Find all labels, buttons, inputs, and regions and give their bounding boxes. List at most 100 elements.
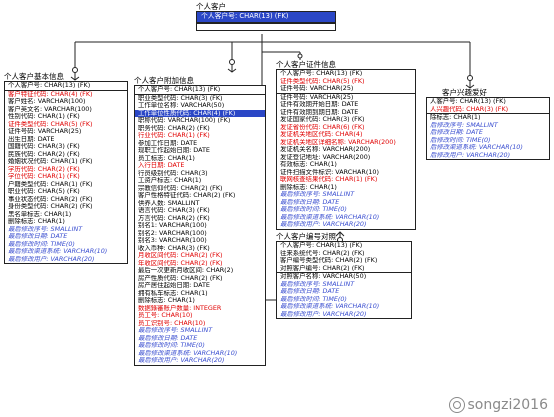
- attribute-row: 职业代码: CHAR(5) (FK): [8, 188, 80, 195]
- attribute-row: 客户编号类型代码: CHAR(2) (FK): [280, 257, 378, 264]
- attribute-row: 拥有私车标志: CHAR(1): [138, 289, 208, 297]
- attribute-row: 最后修改渠道系统: VARCHAR(10): [8, 248, 108, 255]
- attribute-row: 发证机关地区代码: CHAR(4): [280, 131, 363, 138]
- pk-row: 个人客户号: CHAR(13) (FK): [280, 70, 363, 77]
- pk-row: 个人客户号: CHAR(13) (FK): [201, 12, 289, 20]
- attribute-row: 最后修改时间: TIME(0): [280, 206, 347, 213]
- attribute-row: 最后修改日期: DATE: [8, 233, 68, 240]
- entity-personal-customer[interactable]: 个人客户 个人客户号: CHAR(13) (FK): [196, 2, 336, 31]
- attribute-row: 最后修改时间: TIME(0): [280, 295, 347, 303]
- entity-title: 客户兴趣爱好: [442, 88, 487, 97]
- attribute-row: 户籍类型代码: CHAR(1) (FK): [8, 180, 93, 188]
- attribute-row: 职称代码: VARCHAR(100) (FK): [138, 117, 231, 124]
- attribute-row: 工资户标志: CHAR(1): [138, 177, 202, 184]
- attribute-row: 员工识别号: CHAR(10): [138, 319, 206, 327]
- attribute-row: 最后修改渠道系统: VARCHAR(10): [280, 213, 380, 221]
- attribute-row: 往来系统代号: CHAR(2) (FK): [280, 249, 365, 257]
- primary-key-section: 个人客户号: CHAR(13) (FK): [135, 86, 265, 95]
- primary-key-section: 个人客户号: CHAR(13) (FK): [5, 82, 127, 91]
- primary-key-section: 人客户号: CHAR(13) (FK) 人兴趣代码: CHAR(3) (FK): [427, 98, 549, 114]
- attribute-row: 宗教信仰代码: CHAR(2) (FK): [138, 184, 223, 192]
- attribute-row: 事业状态代码: CHAR(2) (FK): [8, 195, 93, 203]
- attribute-row: 证件类型代码: CHAR(5) (FK): [8, 120, 93, 128]
- entity-id-mapping[interactable]: 个人客户编号对照 个人客户号: CHAR(13) (FK) 往来系统代号: CH…: [276, 232, 412, 319]
- attribute-row: 行业代码: CHAR(1) (FK): [138, 132, 210, 139]
- primary-key-section: 个人客户号: CHAR(13) (FK) 证件类型代码: CHAR(5) (FK…: [277, 70, 415, 94]
- attribute-row: 供养人数: SMALLINT: [138, 199, 200, 207]
- attribute-row: 除标志: CHAR(1): [430, 114, 481, 121]
- attribute-row: 最后修改用户: VARCHAR(20): [280, 221, 367, 228]
- attribute-row: 职业类型代码: CHAR(3) (FK): [138, 94, 223, 102]
- entity-box: 人客户号: CHAR(13) (FK) 人兴趣代码: CHAR(3) (FK) …: [426, 97, 550, 160]
- attribute-row: 后修改序号: SMALLINT: [430, 121, 498, 129]
- attribute-row: 出生日期: DATE: [8, 135, 55, 143]
- primary-key-box: 个人客户号: CHAR(13) (FK): [196, 11, 336, 23]
- attribute-row: 客户姓名: VARCHAR(100): [8, 98, 86, 105]
- entity-box: 个人客户号: CHAR(13) (FK) 证件类型代码: CHAR(5) (FK…: [276, 69, 416, 230]
- attribute-row: 别名2: VARCHAR(100): [138, 229, 207, 237]
- attribute-row: 证件号码: VARCHAR(25): [280, 85, 354, 92]
- entity-box: 个人客户号: CHAR(13) (FK) 职业类型代码: CHAR(3) (FK…: [134, 85, 266, 366]
- attribute-row: 婚姻状况代码: CHAR(1) (FK): [8, 158, 93, 165]
- attribute-row: 删除标志: CHAR(1): [138, 297, 195, 304]
- attribute-row: 工作单位性质代码: CHAR(4) (FK): [135, 109, 265, 117]
- attribute-row: 客户性格特征代码: CHAR(2) (FK): [138, 192, 236, 199]
- entity-title: 个人客户: [196, 2, 226, 11]
- attribute-row: 发证省份代码: CHAR(6) (FK): [280, 123, 365, 131]
- attribute-row: 黑名单标志: CHAR(1): [8, 210, 72, 218]
- attribute-row: 行员级别代码: CHAR(3): [138, 169, 208, 177]
- attribute-row: 收入币种: CHAR(3) (FK): [138, 244, 210, 252]
- attribute-row: 语言代码: CHAR(3) (FK): [138, 207, 210, 214]
- entity-certificate-info[interactable]: 个人客户证件信息 个人客户号: CHAR(13) (FK) 证件类型代码: CH…: [276, 60, 416, 230]
- attribute-row: 员工号: CHAR(10): [138, 312, 193, 319]
- entity-interests[interactable]: 客户兴趣爱好 人客户号: CHAR(13) (FK) 人兴趣代码: CHAR(3…: [426, 88, 550, 160]
- attribute-row: 房产性质代码: CHAR(2) (FK): [138, 274, 223, 282]
- pk-extra-list: 证件类型代码: CHAR(5) (FK)证件号码: VARCHAR(25): [277, 78, 415, 93]
- attribute-row: 参加工作日期: DATE: [138, 139, 198, 147]
- pk-row: 个人客户号: CHAR(13) (FK): [280, 242, 363, 249]
- attribute-row: 证件有效期到期日期: DATE: [280, 108, 359, 116]
- pk-extra-list: 往来系统代号: CHAR(2) (FK)客户编号类型代码: CHAR(2) (F…: [277, 250, 411, 273]
- attribute-row: 学历代码: CHAR(2) (FK): [8, 165, 80, 173]
- attribute-row: 年收区间代码: CHAR(2) (FK): [138, 259, 223, 267]
- attribute-row: 对照客户名称: VARCHAR(50): [280, 273, 367, 280]
- attribute-row: 最后修改日期: DATE: [280, 198, 340, 206]
- attribute-row: 职务代码: CHAR(2) (FK): [138, 124, 210, 132]
- entity-title: 个人客户证件信息: [276, 60, 336, 69]
- attribute-row: 最后修改序号: SMALLINT: [280, 280, 355, 288]
- pk-row: 人客户号: CHAR(13) (FK): [430, 98, 506, 105]
- attribute-row: 数据錄審账户数量: INTEGER: [138, 304, 222, 312]
- attribute-row: 证件类型代码: CHAR(5) (FK): [280, 77, 365, 85]
- attribute-row: 证件号码: VARCHAR(25): [8, 128, 82, 135]
- attribute-row: 别名1: VARCHAR(100): [138, 222, 207, 229]
- watermark-text: songzi2016: [467, 397, 549, 413]
- attribute-row: 发证登记地址: VARCHAR(200): [280, 153, 371, 161]
- attribute-row: 最后一次更新月收区间: CHAR(2): [138, 267, 234, 274]
- entity-extra-info[interactable]: 个人客户附加信息 个人客户号: CHAR(13) (FK) 职业类型代码: CH…: [134, 76, 266, 366]
- attribute-row: 证件号码: VARCHAR(25): [280, 93, 354, 101]
- attribute-box: [196, 22, 336, 31]
- entity-basic-info[interactable]: 个人客户基本信息 个人客户号: CHAR(13) (FK) 客户特征代码: CH…: [4, 72, 128, 264]
- attribute-row: 最后修改序号: SMALLINT: [8, 225, 83, 233]
- entity-title: 个人客户附加信息: [134, 76, 194, 85]
- pk-row: 个人客户号: CHAR(13) (FK): [8, 82, 91, 89]
- attribute-row: 有效标志: CHAR(1): [280, 161, 337, 168]
- attribute-row: 删除标志: CHAR(1): [8, 218, 65, 225]
- attribute-row: 最后修改用户: VARCHAR(20): [138, 357, 225, 364]
- attribute-row: 最后修改渠道系统: VARCHAR(10): [280, 303, 380, 310]
- attribute-row: 删除标志: CHAR(1): [280, 183, 337, 191]
- attribute-row: 客户英文名: VARCHAR(100): [8, 105, 92, 113]
- entity-title: 个人客户基本信息: [4, 72, 64, 81]
- attribute-row: 最后修改日期: DATE: [280, 288, 340, 295]
- attribute-row: 发证机关名称: VARCHAR(200): [280, 146, 371, 153]
- attribute-list: 客户特征代码: CHAR(4) (FK)客户姓名: VARCHAR(100)客户…: [5, 91, 127, 264]
- attribute-row: 最后修改用户: VARCHAR(20): [280, 310, 367, 318]
- attribute-row: 月收区间代码: CHAR(2) (FK): [138, 252, 223, 259]
- attribute-list: 职业类型代码: CHAR(3) (FK)工作单位名称: VARCHAR(50)工…: [135, 95, 265, 365]
- attribute-row: 证件扫描文件标识: VARCHAR(10): [280, 168, 379, 176]
- attribute-row: 员工标志: CHAR(1): [138, 154, 195, 162]
- camera-icon: [448, 397, 465, 413]
- attribute-row: 证件有效期开始日期: DATE: [280, 101, 359, 108]
- attribute-row: 最后修改序号: SMALLINT: [280, 191, 355, 198]
